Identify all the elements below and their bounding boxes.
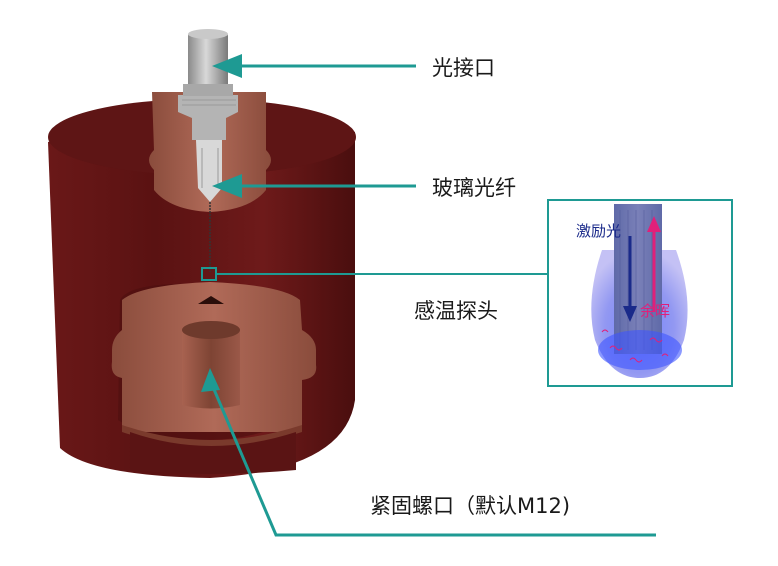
label-temp-probe: 感温探头 xyxy=(414,299,498,323)
label-optical-port: 光接口 xyxy=(432,56,495,80)
thread-insert xyxy=(111,282,317,474)
label-thread: 紧固螺口（默认M12) xyxy=(370,494,570,518)
label-glass-fiber: 玻璃光纤 xyxy=(432,176,516,200)
inset-label-afterglow: 余晖 xyxy=(640,302,670,320)
optical-port-connector xyxy=(183,29,233,96)
callout-lines xyxy=(208,64,656,537)
inset-label-excitation: 激励光 xyxy=(576,222,621,240)
top-nut xyxy=(149,92,271,212)
callout-arrowheads xyxy=(201,54,242,392)
probe-detail-inset xyxy=(547,199,733,387)
